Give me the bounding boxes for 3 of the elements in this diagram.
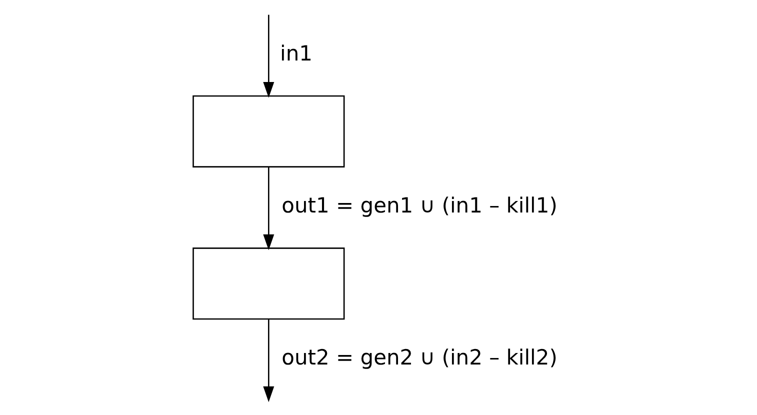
- edge-label: out1 = gen1 ∪ (in1 – kill1): [282, 193, 558, 218]
- edge-label: out2 = gen2 ∪ (in2 – kill2): [282, 346, 558, 370]
- edge-label: in1: [280, 41, 312, 66]
